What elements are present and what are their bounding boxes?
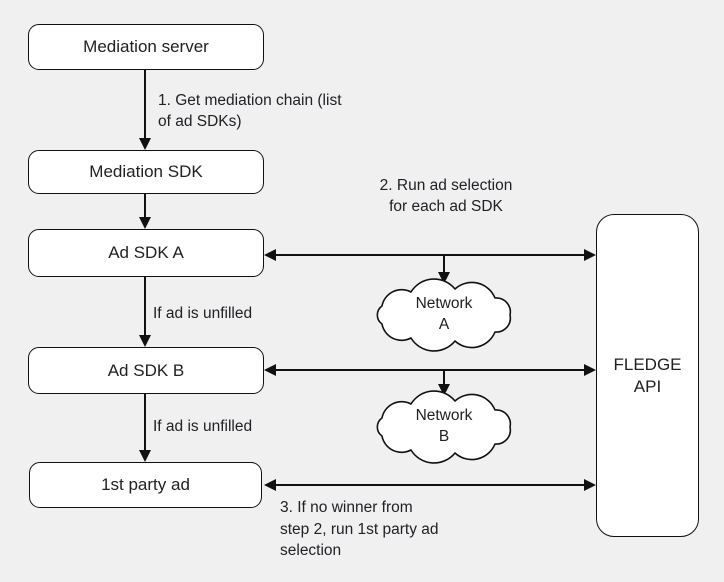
annotation-unfilled-a: If ad is unfilled <box>153 305 253 322</box>
node-mediation-server: Mediation server <box>28 24 264 70</box>
annotation-unfilled-b: If ad is unfilled <box>153 418 253 435</box>
arrow-ad-sdk-a-fledge <box>264 249 596 261</box>
node-mediation-sdk: Mediation SDK <box>28 150 264 194</box>
node-label: Ad SDK B <box>107 360 185 380</box>
arrow-to-network-a <box>438 255 450 284</box>
arrow-ad-sdk-a-to-ad-sdk-b <box>139 277 151 347</box>
node-label: Mediation SDK <box>89 162 203 181</box>
node-first-party-ad: 1st party ad <box>29 462 262 508</box>
arrow-ad-sdk-b-to-first-party-ad <box>139 394 151 462</box>
annotation-step2: 2. Run ad selection for each ad SDK <box>379 177 513 215</box>
node-label: FLEDGE API <box>613 354 682 396</box>
arrow-server-to-mediation-sdk <box>139 70 151 150</box>
node-fledge-api: FLEDGE API <box>596 214 699 537</box>
node-label: 1st party ad <box>101 475 190 494</box>
network-a-label: Network A <box>415 295 473 333</box>
annotation-step1: 1. Get mediation chain (list of ad SDKs) <box>158 92 342 130</box>
node-label: Mediation server <box>83 37 209 56</box>
node-ad-sdk-b: Ad SDK B <box>28 347 264 394</box>
arrow-to-network-b <box>438 370 450 396</box>
node-label: Ad SDK A <box>108 243 184 262</box>
arrow-first-party-fledge <box>264 479 596 491</box>
annotation-step3: 3. If no winner from step 2, run 1st par… <box>280 499 439 559</box>
network-b-label: Network B <box>415 407 473 445</box>
node-ad-sdk-a: Ad SDK A <box>28 229 264 277</box>
arrow-ad-sdk-b-fledge <box>264 364 596 376</box>
arrow-mediation-sdk-to-ad-sdk-a <box>139 194 151 229</box>
